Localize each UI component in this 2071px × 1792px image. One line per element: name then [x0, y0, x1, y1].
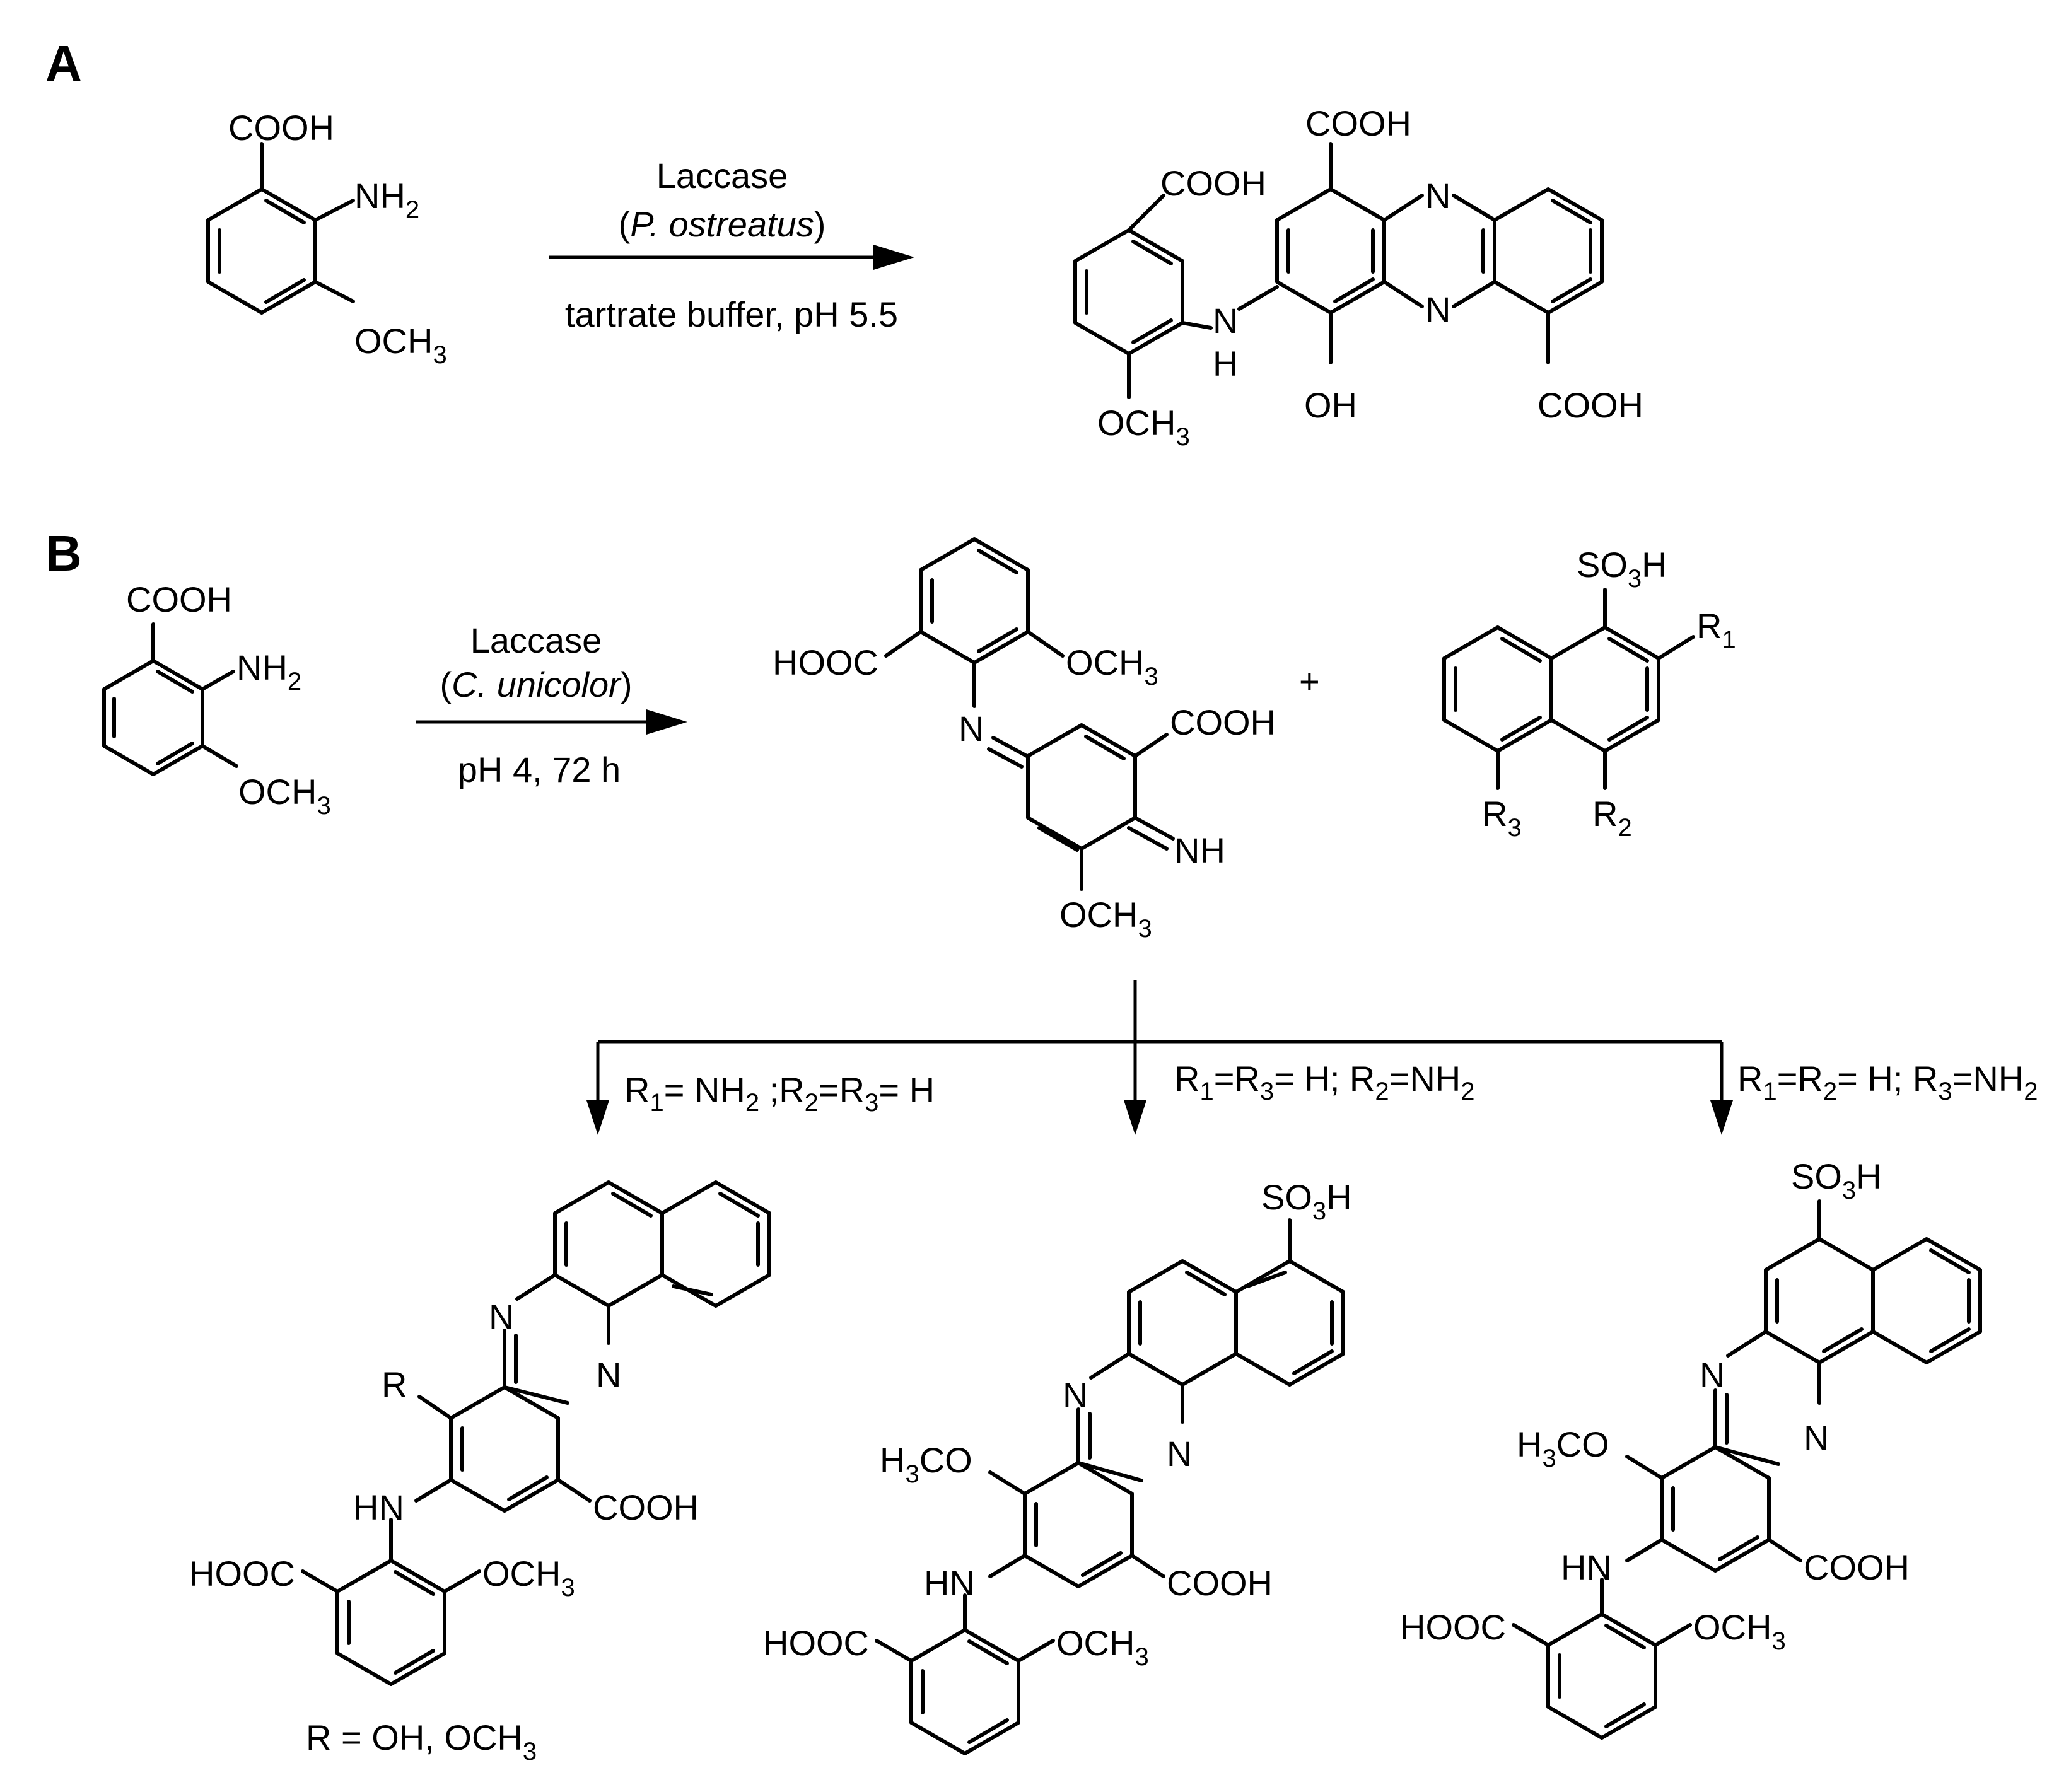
product-b-middle-och3: OCH3 [1056, 1623, 1149, 1671]
product-b-left-och3: OCH3 [482, 1554, 575, 1602]
plus-sign: + [1299, 661, 1320, 701]
product-a-och3: OCH3 [1097, 403, 1190, 451]
product-b-right-cooh: COOH [1804, 1547, 1910, 1587]
product-b-middle-so3h: SO3H [1261, 1177, 1352, 1225]
product-b-left-hn: HN [353, 1487, 404, 1527]
product-b-right: SO3H N N H3CO HN COOH HOOC OCH3 [1400, 1156, 1982, 1740]
product-a-cooh-bottom: COOH [1537, 385, 1643, 425]
intermediate-nh: NH [1174, 830, 1225, 870]
intermediate-och3-top: OCH3 [1066, 643, 1158, 690]
panel-a-label: A [45, 35, 82, 91]
naphthalene-reagent: SO3H R1 R2 R3 [1442, 545, 1736, 842]
product-b-left-cooh: COOH [593, 1487, 699, 1527]
intermediate-och3-bottom: OCH3 [1059, 895, 1152, 943]
product-b-right-hooc: HOOC [1400, 1607, 1506, 1647]
naphthalene-so3h: SO3H [1577, 545, 1667, 593]
intermediate-n: N [959, 709, 984, 748]
naphthalene-r1: R1 [1696, 606, 1736, 654]
product-a-cooh-left: COOH [1160, 163, 1266, 203]
product-b-left: N N R HN COOH HOOC OCH3 R = OH, OCH3 [189, 1180, 771, 1766]
product-a-nh-n: N [1213, 301, 1238, 340]
product-b-right-so3h: SO3H [1791, 1156, 1882, 1204]
reaction-arrow-a: Laccase (P. ostreatus) tartrate buffer, … [549, 156, 914, 334]
product-b-middle-n2: N [1167, 1434, 1192, 1474]
naphthalene-r2: R2 [1592, 794, 1632, 842]
condition-a-organism: (P. ostreatus) [619, 204, 826, 244]
product-b-middle-hn: HN [924, 1563, 975, 1603]
product-b-middle-n1: N [1063, 1375, 1088, 1415]
condition-b-time: pH 4, 72 h [458, 750, 621, 789]
product-a-cooh-top: COOH [1305, 103, 1411, 143]
reactant-a: COOH NH2 OCH3 [206, 108, 447, 369]
product-b-middle: SO3H N N H3CO HN COOH HOOC OCH3 [763, 1177, 1352, 1755]
condition-a-enzyme: Laccase [656, 156, 788, 195]
product-b-left-r: R [382, 1364, 407, 1404]
condition-b-organism: (C. unicolor) [440, 665, 633, 704]
reactant-a-och3: OCH3 [354, 321, 447, 369]
branch-arrows: R1= NH2 ;R2=R3= H R1=R3= H; R2=NH2 R1=R2… [586, 980, 2038, 1135]
naphthalene-r3: R3 [1482, 794, 1522, 842]
condition-b-enzyme: Laccase [470, 620, 602, 660]
product-b-middle-cooh: COOH [1167, 1563, 1273, 1603]
reactant-a-nh2: NH2 [354, 176, 419, 224]
intermediate-cooh: COOH [1170, 702, 1276, 742]
product-b-right-n1: N [1700, 1355, 1725, 1395]
product-b-right-h3co: H3CO [1517, 1424, 1609, 1472]
product-b-left-hooc: HOOC [189, 1554, 295, 1593]
reaction-arrow-b: Laccase (C. unicolor) pH 4, 72 h [416, 620, 687, 789]
product-b-left-n1: N [489, 1297, 514, 1337]
branch-label-right: R1=R2= H; R3=NH2 [1737, 1059, 2038, 1105]
reactant-b-och3: OCH3 [238, 772, 331, 820]
panel-b-label: B [45, 525, 82, 581]
product-b-left-n2: N [596, 1355, 621, 1395]
reactant-b-cooh: COOH [126, 579, 232, 619]
reactant-b: COOH NH2 OCH3 [102, 579, 331, 820]
product-b-left-r-note: R = OH, OCH3 [306, 1718, 537, 1766]
reactant-b-nh2: NH2 [236, 648, 301, 695]
product-a-n-bottom: N [1425, 289, 1450, 329]
intermediate-b: HOOC OCH3 N COOH NH OCH3 [773, 537, 1276, 943]
reactant-a-cooh: COOH [228, 108, 334, 148]
condition-a-buffer: tartrate buffer, pH 5.5 [565, 294, 898, 334]
branch-label-left: R1= NH2 ;R2=R3= H [624, 1070, 935, 1117]
product-b-right-n2: N [1804, 1418, 1829, 1458]
product-a-oh: OH [1304, 385, 1357, 425]
product-b-right-och3: OCH3 [1693, 1607, 1786, 1655]
branch-label-middle: R1=R3= H; R2=NH2 [1174, 1059, 1474, 1105]
product-a-n-top: N [1425, 176, 1450, 216]
product-b-right-hn: HN [1561, 1547, 1612, 1587]
product-a: COOH COOH COOH N N N H OH OCH3 [1073, 103, 1643, 451]
product-a-nh-h: H [1213, 344, 1238, 383]
product-b-middle-h3co: H3CO [880, 1440, 972, 1488]
product-b-middle-hooc: HOOC [763, 1623, 869, 1663]
intermediate-hooc: HOOC [773, 643, 878, 682]
